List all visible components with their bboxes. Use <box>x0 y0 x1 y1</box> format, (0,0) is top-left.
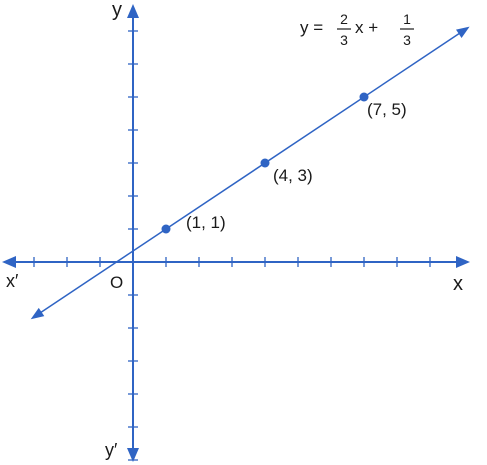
equation-fraction2-numerator: 1 <box>403 11 411 27</box>
x-neg-axis-label: x′ <box>6 271 19 291</box>
x-axis-arrow-right <box>456 256 470 268</box>
plotted-point <box>161 224 171 234</box>
point-label: (4, 3) <box>273 166 313 185</box>
origin-label: O <box>110 273 123 292</box>
y-axis-label: y <box>112 0 122 21</box>
x-axis-arrow-left <box>2 256 16 268</box>
equation-fraction1-numerator: 2 <box>340 11 348 27</box>
equation-fraction2-denominator: 3 <box>403 32 411 48</box>
equation-lhs: y = <box>300 18 323 37</box>
y-axis-arrow-down <box>127 448 139 462</box>
equation-label: y = 2 3 x + 1 3 <box>300 11 414 48</box>
graph-line-arrow-upper <box>456 26 470 38</box>
graph-line-arrow-lower <box>30 307 45 320</box>
equation-fraction1-denominator: 3 <box>340 32 348 48</box>
x-axis-label: x <box>453 273 463 295</box>
graph-line <box>36 30 464 316</box>
point-label: (1, 1) <box>186 213 226 232</box>
plotted-point <box>260 158 270 168</box>
plotted-point <box>359 92 369 102</box>
y-neg-axis-label: y′ <box>105 440 118 460</box>
equation-mid: x + <box>355 18 378 37</box>
plotted-points: (1, 1) (4, 3) (7, 5) <box>161 92 407 234</box>
point-label: (7, 5) <box>367 100 407 119</box>
y-axis-arrow-up <box>127 4 139 18</box>
